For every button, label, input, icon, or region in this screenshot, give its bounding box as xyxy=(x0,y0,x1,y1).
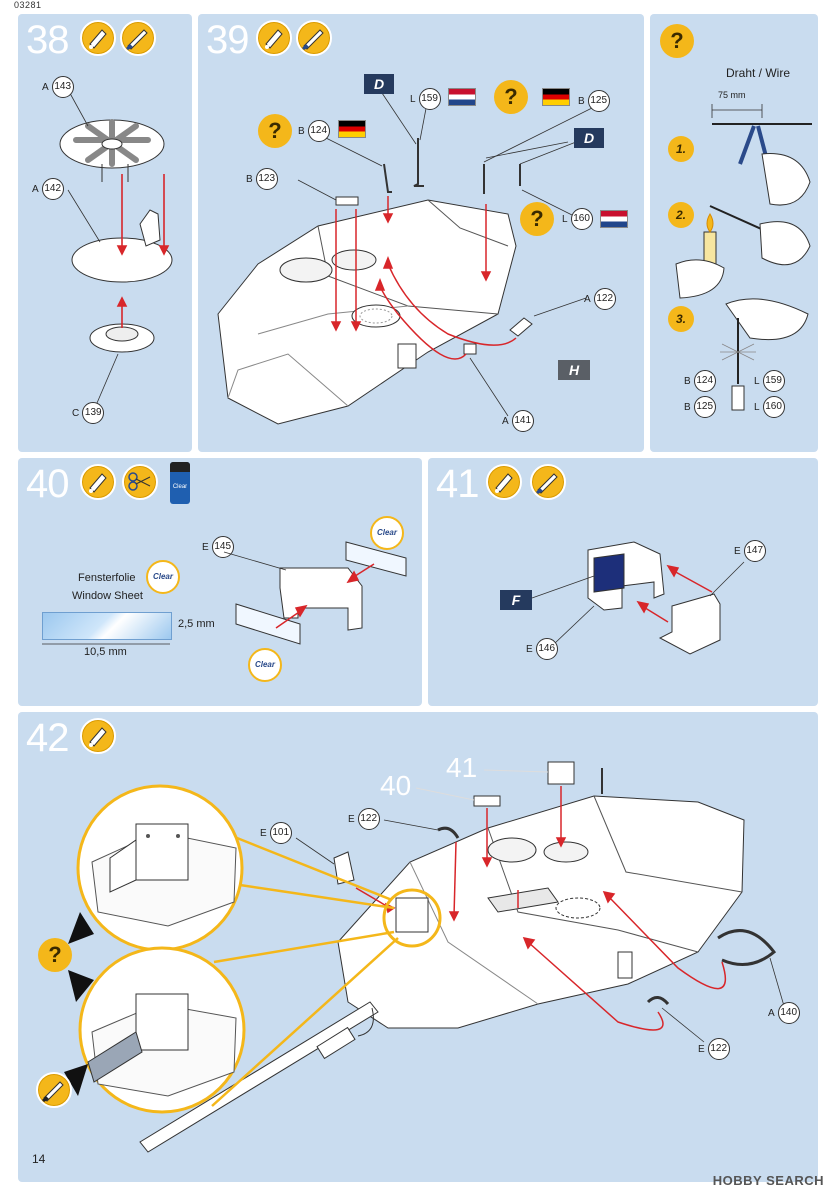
decal-tag-h: H xyxy=(558,360,590,380)
netherlands-flag-icon xyxy=(600,210,628,228)
watermark: HOBBY SEARCH xyxy=(712,1173,824,1188)
clear-paint-icon: Clear xyxy=(370,516,404,550)
netherlands-flag-icon xyxy=(448,88,476,106)
decal-tag-d: D xyxy=(574,128,604,148)
glue-icon xyxy=(80,20,116,56)
step-number: 40 xyxy=(26,462,69,506)
wire-length: 75 mm xyxy=(718,90,746,100)
clear-paint-jar-icon: Clear xyxy=(170,462,190,504)
dimension-width: 10,5 mm xyxy=(84,646,127,658)
step-number: 38 xyxy=(26,18,69,62)
option-question-icon: ? xyxy=(258,114,292,148)
paint-brush-icon xyxy=(530,464,566,500)
step-42-panel: 42 41 40 xyxy=(18,712,818,1182)
clear-paint-icon: Clear xyxy=(248,648,282,682)
step-42-drawing xyxy=(64,761,785,1153)
tip-step-3: 3. xyxy=(668,306,694,332)
clear-paint-icon: Clear xyxy=(146,560,180,594)
window-sheet-label-en: Window Sheet xyxy=(72,590,143,602)
glue-icon xyxy=(256,20,292,56)
germany-flag-icon xyxy=(542,88,570,106)
step-40-drawing xyxy=(42,541,407,645)
decal-tag-d: D xyxy=(364,74,394,94)
glue-icon xyxy=(80,718,116,754)
step-39-panel: 39 xyxy=(198,14,644,452)
glue-icon xyxy=(486,464,522,500)
option-question-icon: ? xyxy=(38,938,72,972)
tip-step-2: 2. xyxy=(668,202,694,228)
option-question-icon: ? xyxy=(660,24,694,58)
germany-flag-icon xyxy=(338,120,366,138)
turret-drawing xyxy=(217,89,601,425)
glue-icon xyxy=(80,464,116,500)
paint-brush-icon xyxy=(120,20,156,56)
step-38-drawing xyxy=(59,85,173,411)
paint-brush-icon xyxy=(36,1072,72,1108)
step-number: 42 xyxy=(26,716,69,760)
ref-step-40: 40 xyxy=(380,770,412,801)
cut-scissors-icon xyxy=(122,464,158,500)
tip-step-1: 1. xyxy=(668,136,694,162)
jar-label: Clear xyxy=(172,484,188,490)
kit-code: 03281 xyxy=(14,0,42,10)
step-number: 39 xyxy=(206,18,249,62)
option-question-icon: ? xyxy=(520,202,554,236)
dimension-height: 2,5 mm xyxy=(178,618,215,630)
window-sheet-swatch xyxy=(42,612,172,640)
option-question-icon: ? xyxy=(494,80,528,114)
paint-brush-icon xyxy=(296,20,332,56)
wire-steps-drawing xyxy=(675,104,812,411)
window-sheet-label-de: Fensterfolie xyxy=(78,572,136,584)
decal-tag-f: F xyxy=(500,590,532,610)
ref-step-41: 41 xyxy=(446,752,478,783)
step-number: 41 xyxy=(436,462,479,506)
wire-title: Draht / Wire xyxy=(726,66,791,80)
step-41-drawing xyxy=(531,541,745,655)
page-number: 14 xyxy=(32,1152,46,1166)
